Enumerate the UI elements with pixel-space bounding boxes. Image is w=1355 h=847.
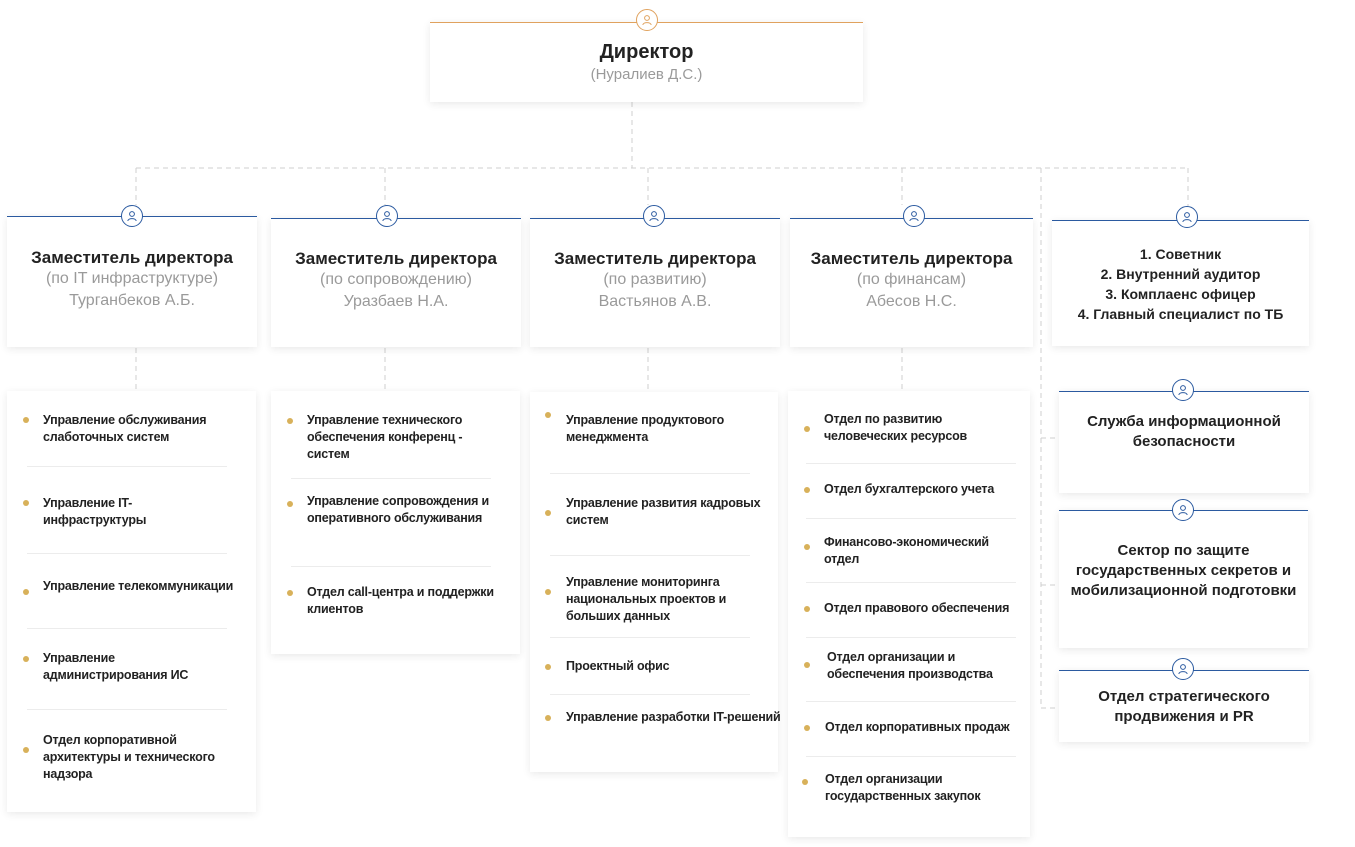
deputy-area: (по сопровождению): [320, 271, 472, 288]
person-icon: [636, 9, 658, 31]
deputy-area: (по финансам): [856, 271, 967, 288]
person-icon: [1176, 206, 1198, 228]
deputy-card-it: Заместитель директора (по IT инфраструкт…: [7, 216, 257, 347]
unit-item: Отдел call-центра и поддержки клиентов: [307, 585, 494, 616]
deputy-name: Вастьянов А.В.: [598, 293, 712, 310]
unit-item: Отдел бухгалтерского учета: [824, 482, 995, 496]
person-icon: [1172, 499, 1194, 521]
divider: [291, 478, 491, 479]
divider: [806, 463, 1016, 464]
unit-item: Управление обслуживания слаботочных сист…: [43, 413, 207, 444]
deputy-card-finance: Заместитель директора (по финансам) Абес…: [790, 218, 1033, 347]
advisors-card: 1. Советник 2. Внутренний аудитор 3. Ком…: [1052, 220, 1309, 346]
advisor-line: 4. Главный специалист по ТБ: [1077, 306, 1284, 322]
deputy-area: (по IT инфраструктуре): [45, 270, 219, 287]
bullet: [287, 590, 293, 596]
unit-item: Отдел организации государственных закупо…: [825, 772, 981, 803]
bullet: [23, 747, 29, 753]
side-unit-label: Сектор по защите государственных секрето…: [1070, 542, 1297, 599]
divider: [806, 701, 1016, 702]
bullet: [545, 412, 551, 418]
bullet: [802, 779, 808, 785]
deputy-card-development: Заместитель директора (по развитию) Васт…: [530, 218, 780, 347]
director-card: Директор (Нуралиев Д.С.): [430, 22, 863, 102]
bullet: [804, 662, 810, 668]
person-icon: [1172, 658, 1194, 680]
deputy-name: Абесов Н.С.: [866, 293, 957, 310]
divider: [550, 694, 750, 695]
unit-item: Управление продуктового менеджмента: [566, 413, 725, 444]
person-icon: [376, 205, 398, 227]
person-icon: [121, 205, 143, 227]
bullet: [804, 544, 810, 550]
bullet: [804, 606, 810, 612]
deputy-title: Заместитель директора: [554, 249, 756, 268]
deputy-name: Уразбаев Н.А.: [343, 293, 449, 310]
director-title: Директор: [599, 41, 694, 63]
unit-item: Управление технического обеспечения конф…: [307, 413, 463, 461]
divider: [550, 473, 750, 474]
unit-item: Управление администрирования ИС: [43, 651, 189, 682]
bullet: [545, 510, 551, 516]
divider: [806, 518, 1016, 519]
bullet: [804, 725, 810, 731]
deputy-area: (по развитию): [603, 271, 707, 288]
divider: [291, 566, 491, 567]
unit-item: Управление разработки IT-решений: [566, 710, 781, 724]
divider: [806, 582, 1016, 583]
bullet: [23, 500, 29, 506]
unit-item: Отдел по развитию человеческих ресурсов: [824, 412, 968, 443]
side-unit-label: Служба информационной безопасности: [1087, 413, 1281, 450]
bullet: [545, 664, 551, 670]
bullet: [545, 715, 551, 721]
unit-item: Управление сопровождения и оперативного …: [307, 494, 489, 525]
person-icon: [1172, 379, 1194, 401]
unit-item: Отдел корпоративных продаж: [825, 720, 1010, 734]
unit-item: Отдел корпоративной архитектуры и технич…: [43, 733, 215, 781]
unit-item: Управление развития кадровых систем: [566, 496, 761, 527]
bullet: [287, 501, 293, 507]
divider: [806, 756, 1016, 757]
advisor-line: 1. Советник: [1139, 246, 1222, 262]
unit-item: Отдел организации и обеспечения производ…: [827, 650, 993, 681]
divider: [550, 555, 750, 556]
unit-list-support: Управление технического обеспечения конф…: [271, 391, 520, 654]
advisor-line: 2. Внутренний аудитор: [1100, 266, 1261, 282]
unit-item: Управление IT-инфраструктуры: [43, 496, 147, 527]
divider: [27, 628, 227, 629]
bullet: [545, 589, 551, 595]
unit-list-finance: Отдел по развитию человеческих ресурсов …: [788, 391, 1030, 837]
side-unit-secrets: Сектор по защите государственных секрето…: [1059, 510, 1308, 648]
divider: [27, 709, 227, 710]
bullet: [804, 426, 810, 432]
side-unit-pr: Отдел стратегического продвижения и PR: [1059, 670, 1309, 742]
deputy-card-support: Заместитель директора (по сопровождению)…: [271, 218, 521, 347]
person-icon: [903, 205, 925, 227]
bullet: [23, 417, 29, 423]
deputy-title: Заместитель директора: [810, 249, 1013, 268]
unit-item: Управление мониторинга национальных прое…: [566, 575, 727, 623]
divider: [806, 637, 1016, 638]
unit-item: Финансово-экономический отдел: [824, 535, 989, 566]
deputy-title: Заместитель директора: [295, 249, 497, 268]
deputy-title: Заместитель директора: [31, 248, 233, 267]
divider: [27, 553, 227, 554]
bullet: [804, 487, 810, 493]
director-name: (Нуралиев Д.С.): [590, 66, 703, 83]
bullet: [287, 418, 293, 424]
side-unit-label: Отдел стратегического продвижения и PR: [1098, 688, 1270, 725]
unit-list-it: Управление обслуживания слаботочных сист…: [7, 391, 256, 812]
divider: [27, 466, 227, 467]
divider: [550, 637, 750, 638]
deputy-name: Турганбеков А.Б.: [69, 292, 195, 309]
unit-item: Отдел правового обеспечения: [824, 601, 1010, 615]
unit-list-development: Управление продуктового менеджмента Упра…: [530, 392, 781, 772]
advisor-line: 3. Комплаенс офицер: [1105, 286, 1256, 302]
unit-item: Управление телекоммуникации: [43, 579, 234, 593]
bullet: [23, 656, 29, 662]
side-unit-infosec: Служба информационной безопасности: [1059, 391, 1309, 493]
person-icon: [643, 205, 665, 227]
unit-item: Проектный офис: [566, 659, 670, 673]
bullet: [23, 589, 29, 595]
